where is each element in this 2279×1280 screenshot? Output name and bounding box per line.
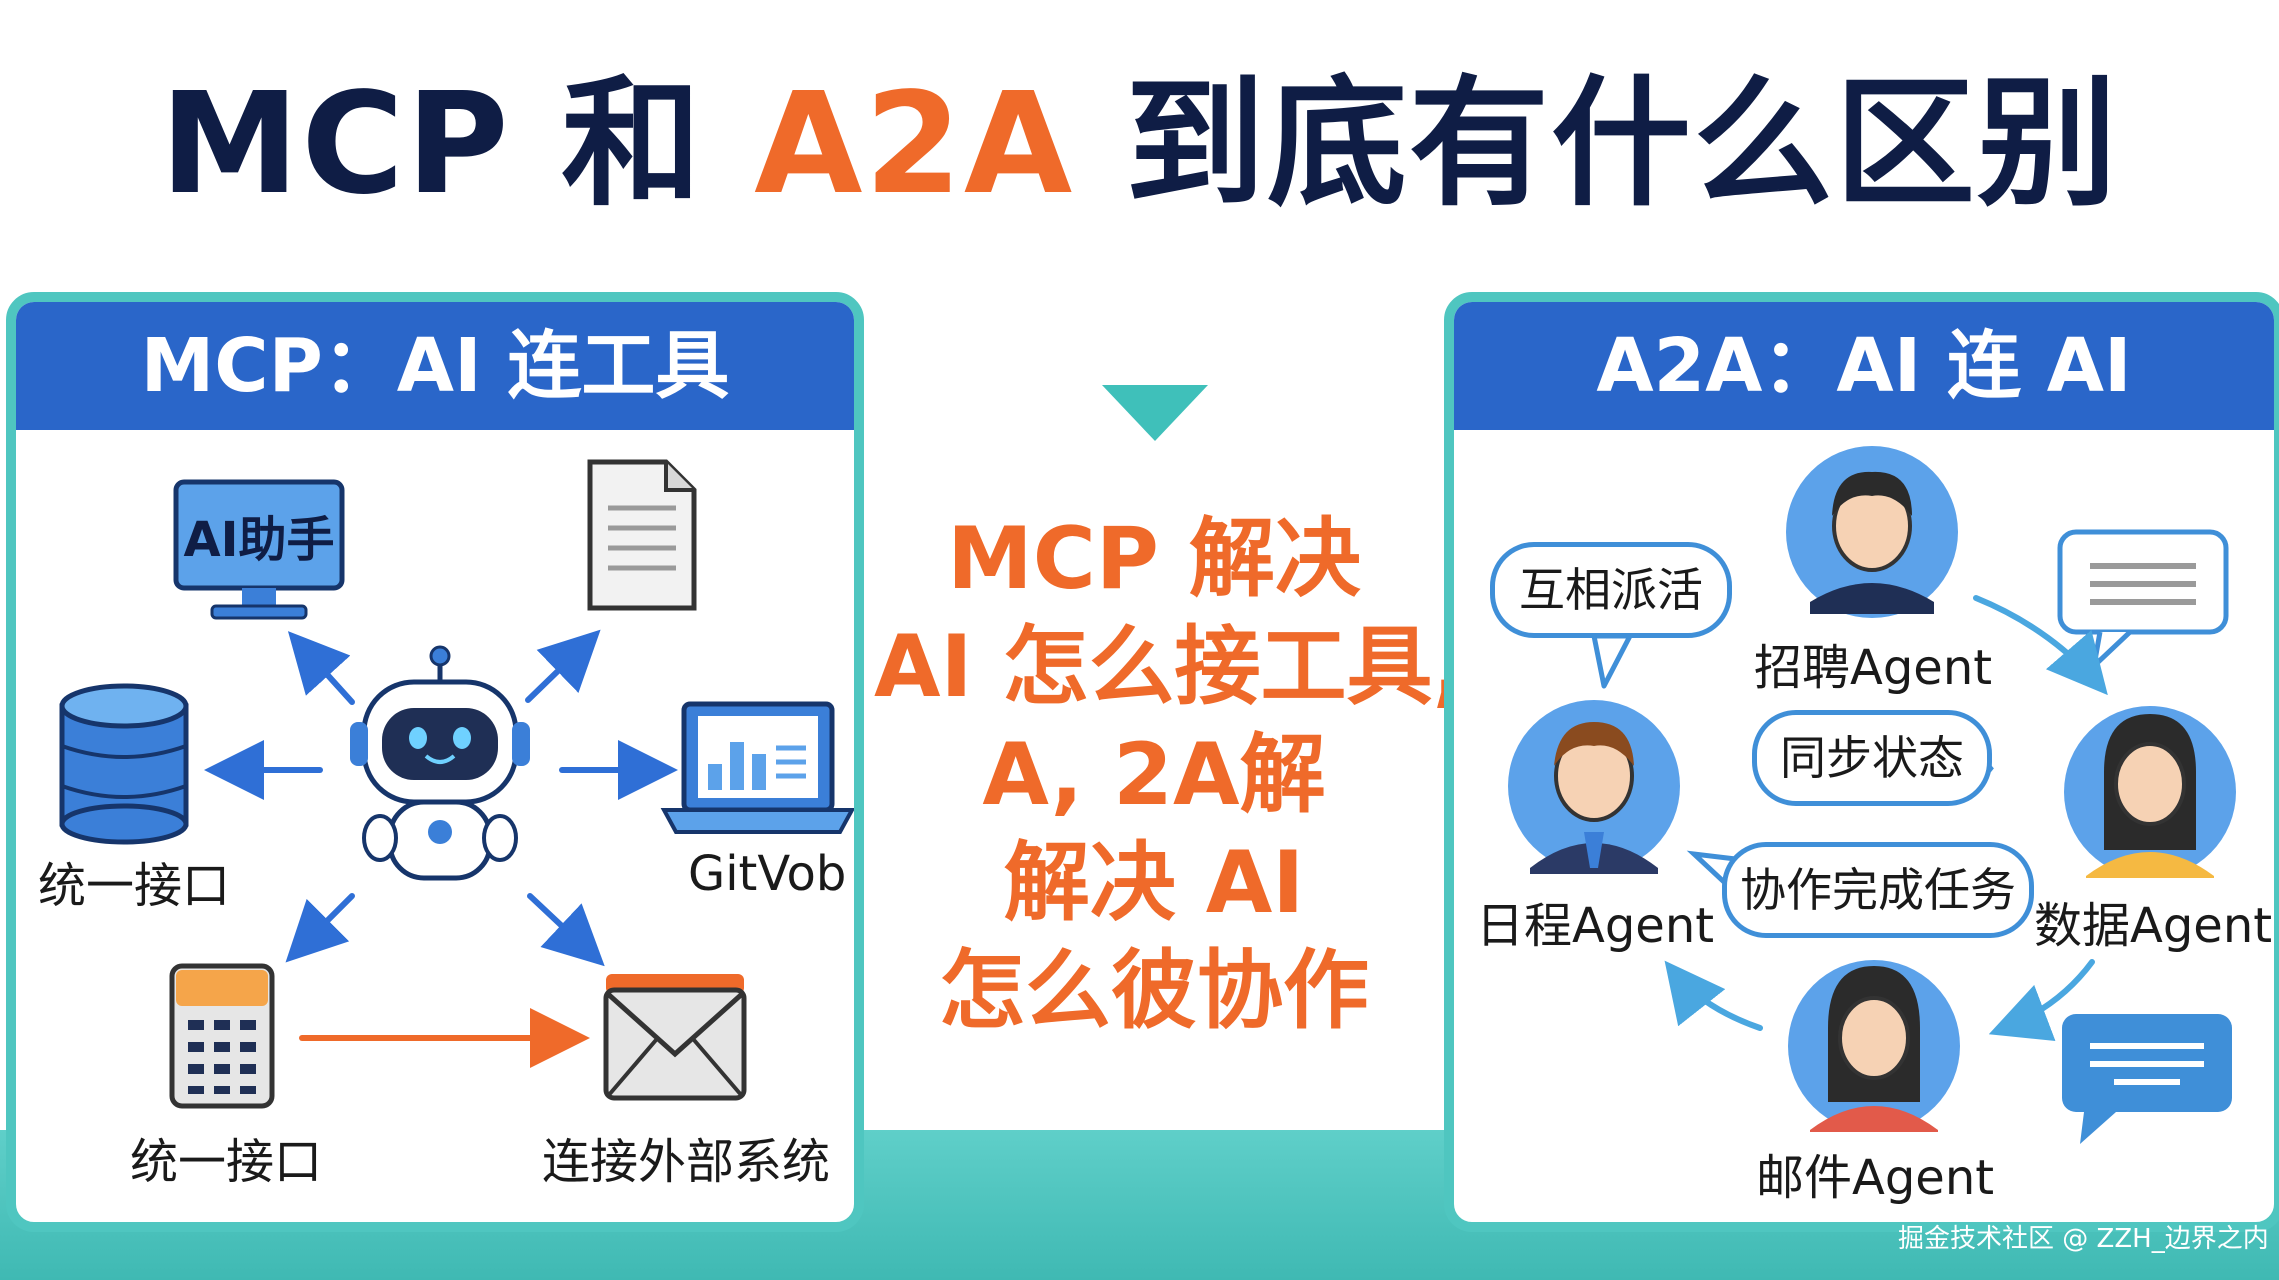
label-recruit-agent: 招聘Agent: [1754, 640, 1993, 696]
page-title: MCP 和 A2A 到底有什么区别: [0, 60, 2279, 230]
data-agent-avatar: [2064, 706, 2236, 878]
label-laptop: GitVob: [688, 846, 847, 902]
mcp-panel-header: MCP：AI 连工具: [16, 302, 854, 430]
bubble-collab: 协作完成任务: [1722, 842, 2034, 938]
arrow-to-document: [525, 629, 601, 703]
a2a-diagram: [1508, 446, 2236, 1144]
mcp-panel: MCP：AI 连工具 AI助手: [6, 292, 864, 1232]
a2a-panel: A2A：AI 连 AI: [1444, 292, 2279, 1232]
monitor-text: AI助手: [183, 512, 334, 568]
arrow-recruit-to-data: [1973, 595, 2108, 696]
bubble-dispatch: 互相派活: [1490, 542, 1732, 638]
label-mail-agent: 邮件Agent: [1756, 1150, 1995, 1206]
title-question: 到底有什么区别: [1074, 63, 2120, 226]
message-icon: [2062, 1014, 2232, 1144]
arrow-to-monitor: [287, 631, 355, 705]
down-triangle-icon: [1102, 385, 1208, 441]
title-a2a-highlight: A2A: [754, 63, 1075, 226]
center-line-2: AI 怎么接工具,: [874, 617, 1466, 717]
center-line-4: 解决 AI: [1003, 833, 1305, 933]
robot-icon: [350, 645, 530, 881]
database-icon: [59, 683, 189, 845]
center-line-1: MCP 解决: [947, 509, 1361, 609]
title-mcp: MCP 和: [159, 63, 755, 226]
mail-icon: [603, 974, 747, 1101]
bubble-sync: 同步状态: [1752, 710, 1992, 806]
schedule-agent-avatar: [1508, 700, 1680, 874]
recruit-agent-avatar: [1786, 446, 1958, 618]
document-icon: [587, 459, 697, 611]
arrow-to-calculator: [285, 893, 355, 963]
mcp-arrows: [204, 629, 678, 1068]
watermark: 掘金技术社区 @ ZZH_边界之内: [1898, 1224, 2269, 1254]
center-line-5: 怎么彼协作: [939, 941, 1369, 1041]
label-mail: 连接外部系统: [542, 1134, 831, 1190]
laptop-icon: [660, 701, 854, 834]
mcp-diagram: AI助手: [59, 459, 854, 1109]
center-summary: MCP 解决 AI 怎么接工具, A, 2A解 解决 AI 怎么彼协作: [874, 505, 1466, 1045]
mail-agent-avatar: [1788, 960, 1960, 1132]
chat-bubble-icon: [2057, 529, 2229, 674]
arrow-to-mail: [527, 893, 605, 967]
center-line-3: A, 2A解: [982, 725, 1326, 825]
calculator-icon: [169, 963, 275, 1109]
label-data-agent: 数据Agent: [2034, 898, 2273, 954]
arrow-mail-to-schedule: [1664, 960, 1763, 1031]
label-schedule-agent: 日程Agent: [1476, 898, 1715, 954]
monitor-icon: AI助手: [173, 479, 345, 620]
a2a-panel-header: A2A：AI 连 AI: [1454, 302, 2274, 430]
a2a-arrows: [1664, 595, 2108, 1042]
bubble-tail-dispatch: [1591, 633, 1633, 689]
label-database: 统一接口: [38, 858, 231, 914]
arrow-data-to-mail: [1988, 959, 2095, 1042]
label-calculator: 统一接口: [130, 1134, 323, 1190]
